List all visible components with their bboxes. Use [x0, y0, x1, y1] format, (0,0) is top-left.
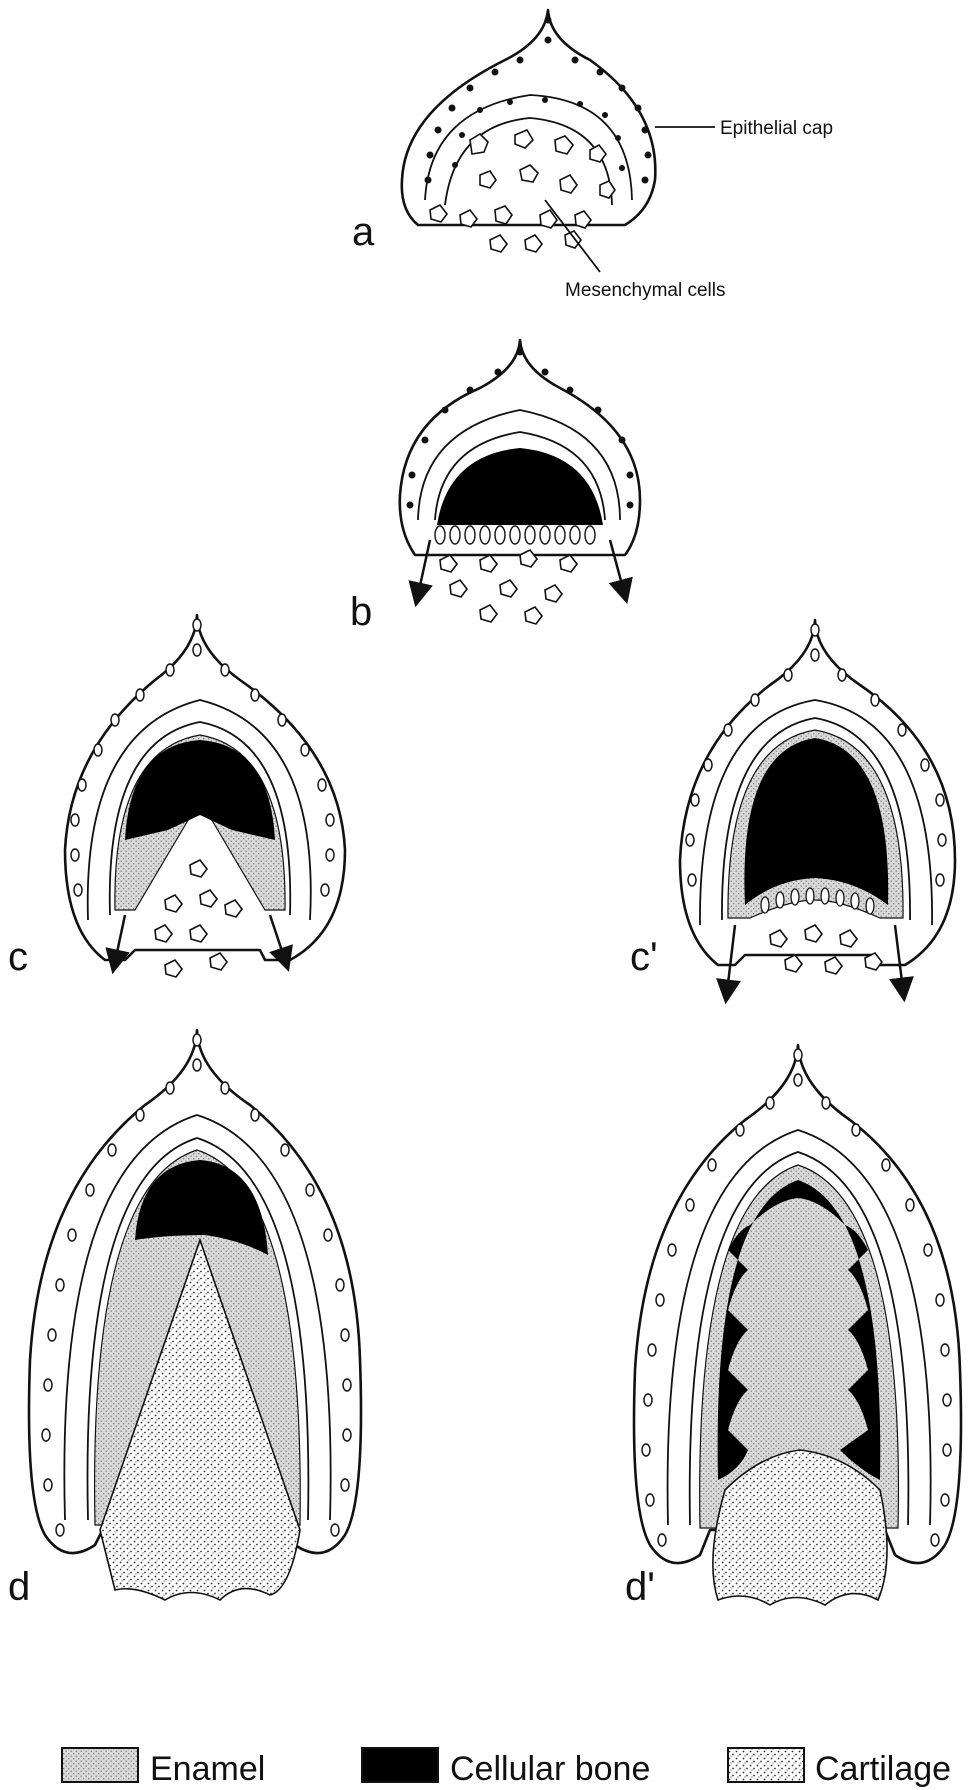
panel-c-prime: c' — [630, 620, 955, 992]
legend-item-enamel: Enamel — [62, 1748, 265, 1788]
legend-label-enamel: Enamel — [150, 1750, 265, 1788]
legend-swatch-cellular-bone — [362, 1748, 438, 1782]
panel-b-odontoblast-row — [435, 526, 595, 544]
panel-b-mesenchymal-cells — [440, 550, 577, 624]
panel-b-letter: b — [350, 590, 372, 634]
legend-label-cartilage: Cartilage — [815, 1750, 951, 1788]
panel-d-letter: d — [8, 1565, 30, 1609]
panel-d-prime: d' — [625, 1045, 961, 1609]
panel-d: d — [8, 1030, 361, 1609]
legend-label-cellular-bone: Cellular bone — [450, 1750, 650, 1788]
panel-c-prime-letter: c' — [630, 935, 658, 979]
panel-c: c — [8, 615, 345, 979]
legend: Enamel Cellular bone Cartilage — [62, 1748, 951, 1788]
panel-a-letter: a — [352, 210, 375, 254]
legend-item-cellular-bone: Cellular bone — [362, 1748, 650, 1788]
legend-swatch-cartilage — [728, 1748, 804, 1782]
mesenchymal-cells-label: Mesenchymal cells — [565, 280, 726, 301]
legend-item-cartilage: Cartilage — [728, 1748, 951, 1788]
panel-c-letter: c — [8, 935, 28, 979]
panel-b: b — [350, 340, 640, 634]
panel-a: Epithelial cap Mesenchymal cells a — [352, 10, 833, 301]
epithelial-cap-label: Epithelial cap — [720, 118, 833, 139]
legend-swatch-enamel — [62, 1748, 138, 1782]
panel-d-prime-letter: d' — [625, 1565, 655, 1609]
